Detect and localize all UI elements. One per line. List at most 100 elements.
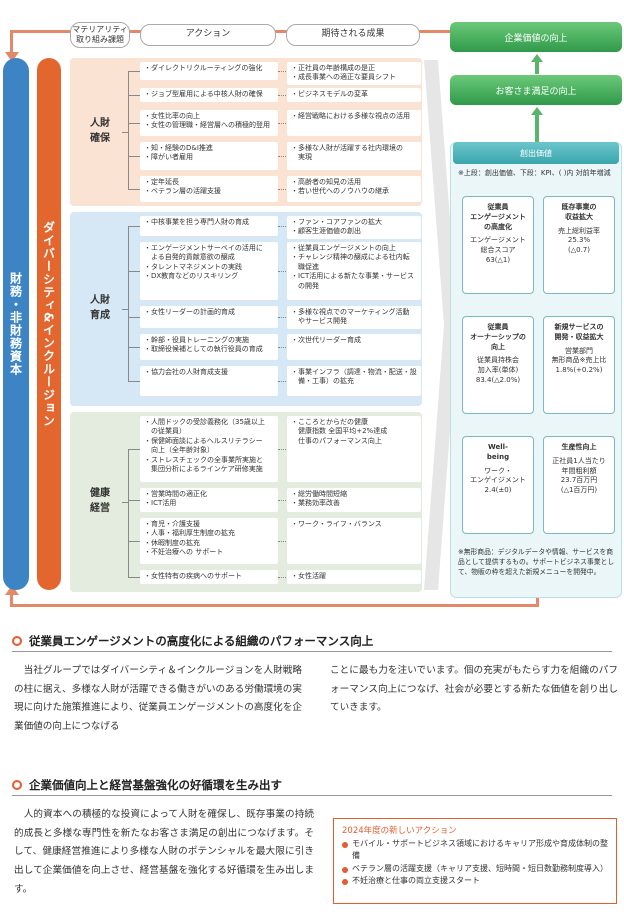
tree-connector — [128, 449, 140, 450]
section2-rule — [12, 795, 612, 796]
dotted-connector — [278, 271, 286, 272]
capital-bar-label: 財務・非財務資本 — [8, 272, 23, 376]
action-item: ・営業時間の適正化 ・ICT活用 — [140, 488, 278, 512]
value-card: 従業員 エンゲージメント の高度化エンゲージメント 総合スコア 63(△1) — [462, 196, 534, 294]
tree-connector — [128, 271, 140, 272]
action-item: ・ダイレクトリクルーティングの強化 — [140, 62, 278, 80]
value-card: 生産性向上正社員1人当たり 年間粗利額 23.7百万円 (△1百万円) — [543, 436, 615, 534]
dotted-connector — [278, 577, 286, 578]
result-item: ・多様な人財が活躍する社内環境の 実現 — [287, 142, 421, 170]
action-item: ・知・経験のD&I推進 ・障がい者雇用 — [140, 142, 278, 170]
action-item: ・協力会社の人財育成支援 — [140, 366, 278, 396]
action-item: ・女性比率の向上 ・女性の管理職・経営層への積極的登用 — [140, 110, 278, 136]
new-actions-title: 2024年度の新しいアクション — [342, 826, 457, 836]
group-title: 健康 経営 — [90, 488, 110, 514]
tree-connector — [128, 123, 140, 124]
loop-bottom-left — [10, 590, 13, 607]
circle-bullet-icon — [12, 636, 22, 646]
section1-right-text: ことに最も力を注いでいます。個の充実がもたらす力を組織のパフォーマンス向上につな… — [330, 665, 618, 714]
panel-footnote: ※無形商品：デジタルデータや情報、サービスを商品として提供するもの。サポートビジ… — [458, 548, 615, 576]
dotted-connector — [278, 71, 286, 72]
section2-body-text: 人的資本への積極的な投資によって人財を確保し、既存事業の持続的成長と多様な専門性… — [14, 809, 314, 895]
result-item: ・従業員エンゲージメントの向上 ・チャレンジ精神の醸成による社内転 職促進 ・I… — [287, 242, 421, 300]
dotted-connector — [278, 123, 286, 124]
tree-connector — [128, 577, 140, 578]
customer-satisfaction-button: お客さま満足の向上 — [450, 75, 622, 105]
action-item: ・ジョブ型雇用による中核人財の確保 — [140, 88, 278, 102]
loop-arrow-head-down — [5, 52, 19, 62]
value-card-kpi: ワーク・ エンゲイジメント 2.4(±0) — [470, 466, 526, 495]
tree-connector — [128, 541, 140, 542]
new-action-item: 不妊治療と仕事の両立支援スタート — [342, 875, 608, 887]
dotted-connector — [278, 189, 286, 190]
value-card-kpi: 正社員1人当たり 年間粗利額 23.7百万円 (△1百万円) — [552, 456, 606, 495]
loop-arrow-head-up — [5, 585, 19, 595]
dotted-connector — [278, 381, 286, 382]
tree-connector — [128, 71, 129, 189]
tree-connector — [128, 189, 140, 190]
dotted-connector — [278, 317, 286, 318]
dotted-connector — [278, 95, 286, 96]
dotted-connector — [278, 347, 286, 348]
section2-title: 企業価値向上と経営基盤強化の好循環を生み出す — [12, 777, 282, 793]
tree-connector — [128, 95, 140, 96]
section1-title-text: 従業員エンゲージメントの高度化による組織のパフォーマンス向上 — [29, 634, 374, 648]
arrow-up-2 — [531, 107, 543, 115]
arrow-up-1-stem — [535, 62, 539, 74]
new-actions-list: モバイル・サポートビジネス領域におけるキャリア形成や育成体制の整備ベテラン層の活… — [334, 838, 616, 888]
value-card: 新規サービスの 開発・収益拡大営業部門 無形商品※売上比 1.8%(+0.2%) — [543, 316, 615, 414]
header-result: 期待される成果 — [286, 24, 420, 46]
section1-left-text: 当社グループではダイバーシティ＆インクルージョンを人財戦略の柱に据え、多様な人財… — [14, 665, 302, 733]
value-card-title: 従業員 エンゲージメント の高度化 — [470, 203, 526, 231]
result-item: ・次世代リーダー育成 — [287, 334, 421, 360]
result-item: ・事業インフラ（調達・物流・配送・設 備・工事）の拡充 — [287, 366, 421, 396]
dotted-connector — [278, 449, 286, 450]
group-title: 人財 育成 — [90, 295, 110, 321]
result-item: ・総労働時間短縮 ・業務効率改善 — [287, 488, 421, 512]
result-item: ・こころとからだの健康 健康指数 全国平均+2%達成 仕事のパフォーマンス向上 — [287, 416, 421, 482]
tree-connector — [122, 309, 129, 310]
circle-bullet-icon — [12, 780, 22, 790]
result-item: ・正社員の年齢構成の是正 ・成長事業への適正な要員シフト — [287, 62, 421, 85]
dotted-connector — [278, 541, 286, 542]
value-card-title: 従業員 オーナーシップの 向上 — [470, 323, 526, 351]
action-item: ・育児・介護支援 ・人事・福利厚生制度の拡充 ・休暇制度の拡充 ・不妊治療への … — [140, 518, 278, 564]
section1-rule — [12, 651, 612, 652]
value-card-kpi: 営業部門 無形商品※売上比 1.8%(+0.2%) — [551, 346, 607, 375]
value-card-kpi: 売上総利益率 25.3% (△0.7) — [558, 226, 600, 255]
new-action-item: ベテラン層の活躍支援（キャリア支援、短時間・短日数勤務制度導入） — [342, 863, 608, 875]
tree-connector — [128, 381, 140, 382]
loop-bottom-right — [536, 596, 539, 607]
result-item: ・高齢者の知見の活用 ・若い世代へのノウハウの継承 — [287, 176, 421, 202]
group-title: 人財 確保 — [90, 118, 110, 144]
header-issue: マテリアリティ 取り組み課題 — [70, 22, 130, 48]
dotted-connector — [278, 156, 286, 157]
panel-note: ※上段：創出価値、下段：KPI、( )内 対前年増減 — [458, 169, 611, 177]
created-value-title: 創出価値 — [453, 142, 619, 164]
loop-left-line — [10, 30, 13, 60]
result-item: ・女性活躍 — [287, 570, 421, 584]
value-card-title: 生産性向上 — [561, 443, 597, 451]
action-item: ・幹部・役員トレーニングの実施 ・取締役候補としての執行役員の育成 — [140, 334, 278, 360]
action-item: ・女性リーダーの計画的育成 — [140, 306, 278, 328]
action-item: ・定年延長 ・ベテラン層の活躍支援 — [140, 176, 278, 202]
tree-connector — [128, 317, 140, 318]
result-item: ・経営戦略における多様な視点の活用 — [287, 110, 421, 136]
action-item: ・女性特有の疾病へのサポート — [140, 570, 278, 584]
value-card: 従業員 オーナーシップの 向上従業員持株会 加入率(単体) 83.4(△2.0%… — [462, 316, 534, 414]
action-item: ・人間ドックの受診義務化（35歳以上 の従業員） ・保健師面談によるヘルスリテラ… — [140, 416, 278, 482]
value-card-title: 新規サービスの 開発・収益拡大 — [554, 323, 604, 341]
tree-connector — [128, 500, 140, 501]
tree-connector — [128, 71, 140, 72]
new-action-item: モバイル・サポートビジネス領域におけるキャリア形成や育成体制の整備 — [342, 838, 608, 863]
tree-connector — [122, 132, 129, 133]
capital-bar: 財務・非財務資本 — [3, 58, 29, 590]
value-card-title: 既存事業の 収益拡大 — [561, 203, 597, 221]
header-action: アクション — [140, 24, 276, 46]
new-actions-box: 2024年度の新しいアクション モバイル・サポートビジネス領域におけるキャリア形… — [333, 818, 617, 904]
diversity-bar-label: ダイバーシティ&インクルージョン — [41, 220, 56, 428]
value-card-kpi: エンゲージメント 総合スコア 63(△1) — [470, 236, 526, 264]
loop-bottom-line — [10, 604, 538, 607]
tree-connector — [128, 156, 140, 157]
